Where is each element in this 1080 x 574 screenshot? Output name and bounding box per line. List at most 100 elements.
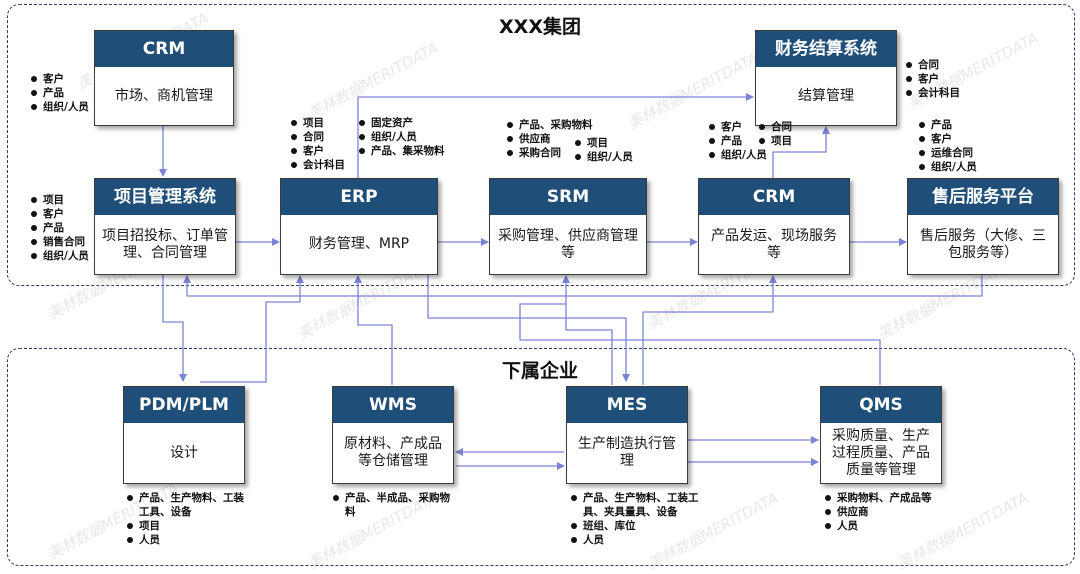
system-description: 采购质量、生产过程质量、产品质量等管理 xyxy=(832,427,930,478)
list-finance: 合同 客户 会计科目 xyxy=(905,58,960,100)
list-item: 产品 xyxy=(708,134,767,148)
list-item: 合同 xyxy=(290,130,345,144)
system-mes: MES 生产制造执行管理 xyxy=(566,386,688,484)
link-crm2-to-finance xyxy=(772,126,830,178)
system-title: CRM xyxy=(95,31,233,67)
list-item: 组织/人员 xyxy=(358,130,445,144)
system-description: 售后服务（大修、三包服务等） xyxy=(920,227,1046,261)
system-description: 财务管理、MRP xyxy=(308,236,410,252)
list-item: 客户 xyxy=(708,120,767,134)
list-item: 客户 xyxy=(905,72,960,86)
list-item: 合同 xyxy=(758,120,792,134)
system-description: 结算管理 xyxy=(798,87,854,104)
list-item: 采购物料、产成品等 xyxy=(824,491,932,505)
list-item: 项目 xyxy=(30,193,89,207)
list-pdm: 产品、生产物料、工装工具、设备 项目 人员 xyxy=(126,491,251,547)
list-item: 客户 xyxy=(918,132,977,146)
list-item: 产品 xyxy=(30,86,89,100)
link-qms-to-srm xyxy=(519,303,881,385)
list-srm-b: 项目 组织/人员 xyxy=(574,136,633,164)
system-description: 生产制造执行管理 xyxy=(578,436,676,469)
system-crm-2: CRM 产品发运、现场服务等 xyxy=(698,178,850,275)
list-item: 产品、集采物料 xyxy=(358,144,445,158)
system-after-sales: 售后服务平台 售后服务（大修、三包服务等） xyxy=(907,178,1059,275)
list-item: 项目 xyxy=(574,136,633,150)
link-erp-to-mes xyxy=(427,273,630,382)
list-item: 供应商 xyxy=(824,505,932,519)
list-crm2-a: 客户 产品 组织/人员 xyxy=(708,120,767,162)
link-erp-to-finance xyxy=(357,93,754,178)
list-wms: 产品、半成品、采购物料 xyxy=(332,491,457,519)
list-item: 班组、库位 xyxy=(570,519,715,533)
list-item: 组织/人员 xyxy=(574,150,633,164)
list-item: 人员 xyxy=(570,533,715,547)
list-item: 供应商 xyxy=(506,132,593,146)
list-item: 固定资产 xyxy=(358,116,445,130)
system-description: 采购管理、供应商管理等 xyxy=(498,227,638,261)
system-wms: WMS 原材料、产成品等仓储管理 xyxy=(332,386,454,484)
list-erp-b: 固定资产 组织/人员 产品、集采物料 xyxy=(358,116,445,158)
system-crm-top: CRM 市场、商机管理 xyxy=(94,30,234,126)
list-item: 产品、生产物料、工装工具、夹具量具、设备 xyxy=(570,491,715,519)
list-item: 组织/人员 xyxy=(918,160,977,174)
list-crm-top: 客户 产品 组织/人员 xyxy=(30,72,89,114)
system-pms: 项目管理系统 项目招投标、订单管理、合同管理 xyxy=(94,178,236,275)
list-item: 合同 xyxy=(905,58,960,72)
link-aftersales-to-pms xyxy=(183,273,983,297)
system-qms: QMS 采购质量、生产过程质量、产品质量等管理 xyxy=(820,386,942,484)
link-pdm-to-erp xyxy=(200,275,304,383)
list-crm2-b: 合同 项目 xyxy=(758,120,792,148)
system-description: 产品发运、现场服务等 xyxy=(711,227,837,261)
list-item: 客户 xyxy=(30,72,89,86)
system-title: MES xyxy=(567,387,687,423)
list-item: 组织/人员 xyxy=(30,249,89,263)
list-erp-a: 项目 合同 客户 会计科目 xyxy=(290,116,345,172)
system-title: WMS xyxy=(333,387,453,423)
list-item: 组织/人员 xyxy=(30,100,89,114)
list-item: 组织/人员 xyxy=(708,148,767,162)
list-item: 产品、半成品、采购物料 xyxy=(332,491,457,519)
list-item: 项目 xyxy=(126,519,251,533)
list-item: 项目 xyxy=(290,116,345,130)
link-mes-to-srm xyxy=(562,275,613,385)
system-title: ERP xyxy=(281,179,437,215)
list-item: 运维合同 xyxy=(918,146,977,160)
list-item: 销售合同 xyxy=(30,235,89,249)
system-title: CRM xyxy=(699,179,849,215)
list-item: 客户 xyxy=(30,207,89,221)
system-title: 项目管理系统 xyxy=(95,179,235,215)
list-item: 项目 xyxy=(758,134,792,148)
system-erp: ERP 财务管理、MRP xyxy=(280,178,438,275)
system-srm: SRM 采购管理、供应商管理等 xyxy=(489,178,647,275)
system-pdm: PDM/PLM 设计 xyxy=(123,386,245,484)
list-item: 采购合同 xyxy=(506,146,593,160)
list-srm-a: 产品、采购物料 供应商 采购合同 xyxy=(506,118,593,160)
list-pms: 项目 客户 产品 销售合同 组织/人员 xyxy=(30,193,89,263)
system-title: QMS xyxy=(821,387,941,423)
list-item: 人员 xyxy=(824,519,932,533)
list-item: 客户 xyxy=(290,144,345,158)
list-item: 会计科目 xyxy=(290,158,345,172)
list-qms: 采购物料、产成品等 供应商 人员 xyxy=(824,491,932,533)
system-description: 设计 xyxy=(170,444,198,461)
list-item: 人员 xyxy=(126,533,251,547)
system-title: SRM xyxy=(490,179,646,215)
link-wms-to-erp xyxy=(354,275,393,385)
system-description: 市场、商机管理 xyxy=(115,87,213,104)
system-title: PDM/PLM xyxy=(124,387,244,423)
group-frame-top xyxy=(7,4,1075,286)
list-after-sales: 产品 客户 运维合同 组织/人员 xyxy=(918,118,977,174)
list-item: 会计科目 xyxy=(905,86,960,100)
list-item: 产品 xyxy=(918,118,977,132)
group-frame-bottom xyxy=(7,348,1075,566)
list-mes: 产品、生产物料、工装工具、夹具量具、设备 班组、库位 人员 xyxy=(570,491,715,547)
list-item: 产品、采购物料 xyxy=(506,118,593,132)
system-title: 财务结算系统 xyxy=(756,31,896,67)
group-title-bottom: 下属企业 xyxy=(501,360,579,382)
system-description: 项目招投标、订单管理、合同管理 xyxy=(102,227,228,261)
link-pms-to-pdm xyxy=(162,273,187,382)
system-description: 原材料、产成品等仓储管理 xyxy=(344,436,442,469)
system-title: 售后服务平台 xyxy=(908,179,1058,215)
link-mes-to-crm2 xyxy=(642,275,777,385)
